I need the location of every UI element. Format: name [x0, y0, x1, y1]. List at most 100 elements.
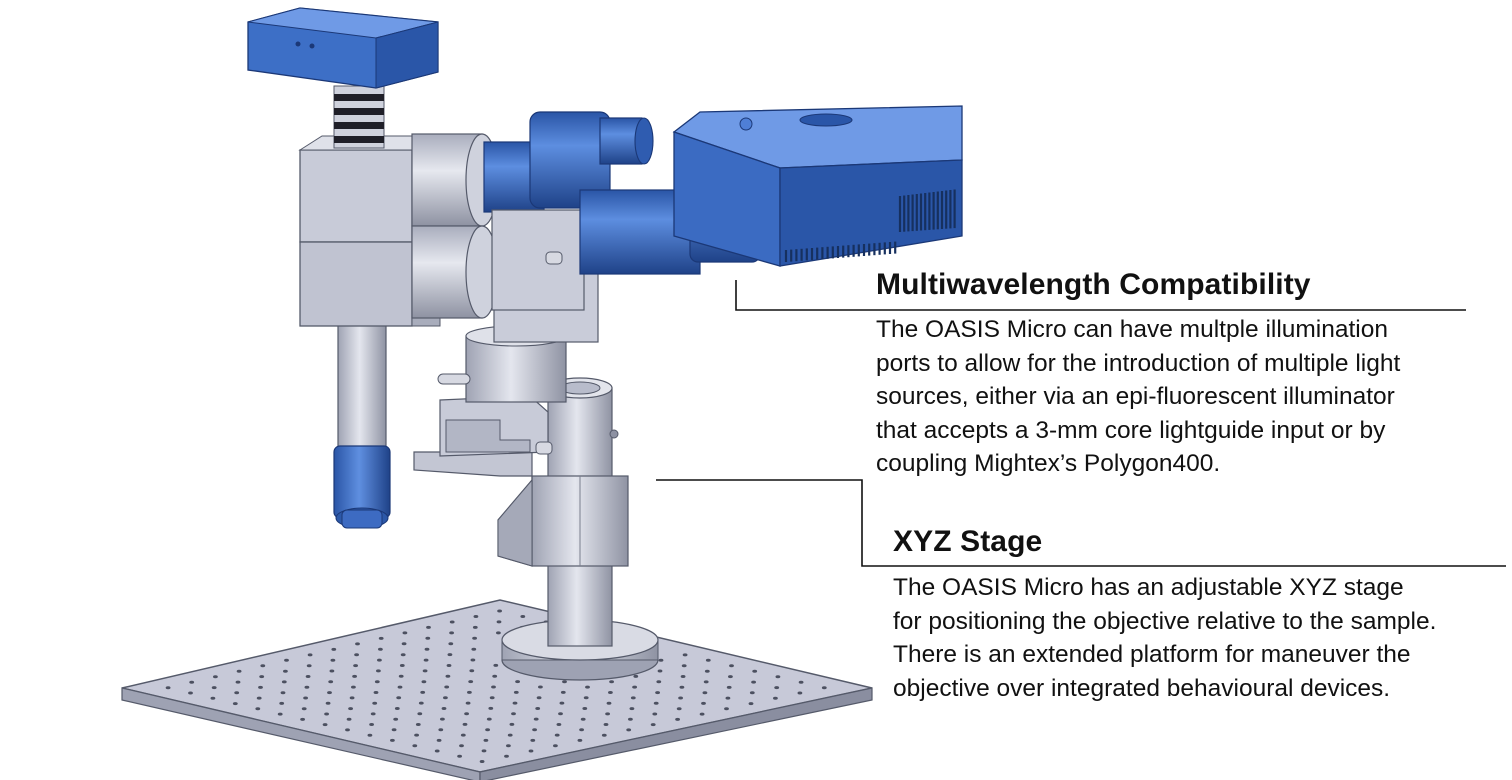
breadboard-hole	[373, 691, 379, 694]
breadboard-hole	[507, 733, 513, 737]
breadboard-hole	[703, 680, 709, 684]
breadboard-hole	[260, 664, 266, 668]
callout-line: for positioning the objective relative t…	[893, 607, 1437, 635]
breadboard-hole	[533, 717, 539, 721]
breadboard-hole	[492, 674, 498, 678]
breadboard-hole	[305, 675, 311, 678]
breadboard-hole	[448, 642, 454, 646]
breadboard-hole	[393, 717, 399, 721]
breadboard-hole	[560, 690, 566, 694]
breadboard-hole	[485, 728, 490, 732]
breadboard-hole	[536, 696, 542, 700]
breadboard-hole	[280, 691, 286, 695]
breadboard-hole	[657, 669, 663, 673]
breadboard-hole	[412, 744, 418, 748]
breadboard-hole	[281, 680, 287, 684]
breadboard-hole	[748, 702, 754, 706]
breadboard-hole	[559, 701, 565, 705]
breadboard-hole	[396, 696, 402, 700]
breadboard-hole	[398, 674, 404, 678]
breadboard-hole	[440, 717, 445, 721]
breadboard-hole	[751, 680, 756, 684]
breadboard-hole	[530, 738, 536, 742]
camera-coupler	[333, 85, 385, 149]
breadboard-hole	[483, 738, 489, 742]
leader-line-multiwavelength	[735, 280, 1466, 311]
xyz-stage-block	[437, 325, 567, 457]
breadboard-hole	[726, 685, 732, 689]
breadboard-hole	[749, 691, 755, 695]
breadboard-hole	[493, 663, 499, 667]
breadboard-hole	[377, 658, 382, 662]
breadboard-hole	[232, 702, 238, 706]
breadboard-hole	[353, 664, 358, 668]
breadboard-hole	[446, 664, 452, 667]
breadboard-hole	[511, 712, 516, 716]
breadboard-hole	[189, 680, 195, 684]
breadboard-hole	[330, 658, 336, 662]
breadboard-hole	[658, 658, 664, 662]
breadboard-hole	[376, 669, 381, 673]
top-camera	[247, 7, 439, 89]
breadboard-hole	[400, 653, 406, 657]
breadboard-hole	[583, 696, 589, 700]
upper-relay-tube	[411, 111, 654, 227]
breadboard-hole	[354, 653, 359, 657]
breadboard-hole	[469, 669, 475, 673]
breadboard-hole	[441, 707, 447, 710]
breadboard-hole	[509, 722, 515, 726]
breadboard-hole	[724, 707, 729, 711]
breadboard-hole	[798, 680, 804, 684]
breadboard-hole	[488, 706, 494, 710]
callout-line: The OASIS Micro can have multple illumin…	[876, 316, 1388, 343]
breadboard-hole	[372, 701, 378, 705]
breadboard-hole	[460, 733, 466, 737]
callout-line: coupling Mightex’s Polygon400.	[876, 450, 1221, 477]
breadboard-hole	[390, 738, 395, 742]
breadboard-hole	[678, 696, 683, 700]
callout-line: There is an extended platform for maneuv…	[893, 641, 1411, 668]
breadboard-hole	[306, 664, 312, 668]
breadboard-hole	[465, 701, 471, 705]
breadboard-hole	[653, 701, 659, 705]
objective-tube	[333, 317, 391, 529]
breadboard-hole	[213, 675, 218, 679]
breadboard-hole	[481, 749, 487, 753]
breadboard-hole	[608, 691, 613, 694]
breadboard-hole	[603, 723, 609, 726]
breadboard-hole	[329, 669, 335, 673]
breadboard-hole	[775, 675, 781, 679]
breadboard-hole	[438, 728, 444, 732]
breadboard-hole	[401, 642, 407, 646]
breadboard-hole	[629, 707, 635, 711]
breadboard-hole	[655, 691, 660, 695]
breadboard-hole	[449, 631, 454, 635]
breadboard-hole	[391, 728, 397, 732]
stage-clamp	[413, 451, 629, 567]
breadboard-hole	[165, 686, 171, 690]
breadboard-hole	[491, 685, 496, 689]
breadboard-hole	[496, 631, 501, 635]
breadboard-hole	[472, 625, 478, 629]
breadboard-hole	[699, 712, 705, 716]
breadboard-hole	[553, 744, 558, 748]
breadboard-hole	[325, 701, 331, 705]
callout-line: The OASIS Micro has an adjustable XYZ st…	[893, 574, 1404, 601]
breadboard-hole	[348, 707, 353, 711]
breadboard-hole	[421, 680, 427, 684]
callout-title: XYZ Stage	[893, 525, 1043, 558]
breadboard-hole	[774, 686, 780, 690]
breadboard-hole	[425, 636, 431, 640]
breadboard-hole	[676, 707, 682, 711]
breadboard-hole	[609, 680, 614, 684]
breadboard-hole	[489, 696, 495, 700]
breadboard-hole	[255, 707, 261, 711]
breadboard-base	[121, 599, 873, 780]
breadboard-hole	[632, 685, 637, 689]
breadboard-hole	[211, 686, 217, 690]
breadboard-hole	[355, 642, 360, 646]
breadboard-hole	[345, 728, 350, 732]
breadboard-hole	[331, 647, 337, 651]
light-source-vents	[784, 189, 956, 262]
breadboard-hole	[378, 636, 384, 640]
